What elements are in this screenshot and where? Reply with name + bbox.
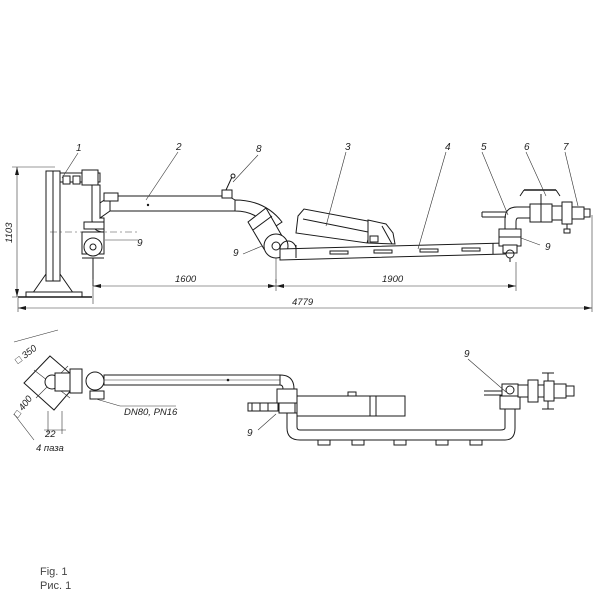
total-length-value: 4779 — [292, 297, 314, 308]
coupler-7 — [551, 201, 591, 234]
callout-9-inlet: 9 — [137, 238, 143, 249]
callout-6: 6 — [524, 142, 530, 153]
base-400-value: □ 400 — [12, 393, 36, 420]
callout-9-plan-left: 9 — [247, 428, 253, 439]
outlet-plan: 9 — [464, 349, 575, 410]
side-elevation-view: 1103 — [4, 142, 593, 312]
callout-9-elbow: 9 — [233, 248, 239, 259]
swivel-joint-outer — [498, 228, 522, 262]
callout-7: 7 — [563, 142, 569, 153]
bolt-slot-dimension: 22 4 паза — [36, 411, 66, 454]
bolt-hole-value: 22 — [44, 429, 56, 440]
cylinder-plan — [296, 391, 406, 417]
outer-arm-4 — [279, 242, 506, 261]
span-b-value: 1900 — [382, 274, 404, 285]
callouts-top: 1 2 3 4 5 6 7 8 9 9 9 — [61, 142, 579, 259]
head-assembly — [54, 368, 121, 407]
base-350-value: □ 350 — [13, 343, 40, 367]
balance-cylinder-3 — [295, 208, 396, 245]
callout-4: 4 — [445, 142, 451, 153]
bolt-count-value: 4 паза — [36, 443, 64, 454]
riser-elbow-5 — [504, 206, 531, 230]
callout-9-plan-right: 9 — [464, 349, 470, 360]
height-dimension: 1103 — [4, 166, 55, 298]
inner-arm-plan — [103, 374, 281, 386]
callout-9-outer: 9 — [545, 242, 551, 253]
plan-view: □ 350 □ 400 22 4 паза — [12, 329, 575, 454]
callout-2: 2 — [175, 142, 182, 153]
swivel-joint-inlet — [81, 231, 105, 286]
figure-caption-en: Fig. 1 — [40, 566, 68, 578]
figure-caption-ru: Рис. 1 — [40, 580, 72, 592]
flange-spec-text: DN80, PN16 — [124, 407, 178, 418]
callout-1: 1 — [76, 143, 82, 154]
stand-column — [18, 169, 101, 298]
elbow-joint — [234, 199, 297, 283]
total-length-dimension: 4779 — [17, 215, 593, 312]
callout-3: 3 — [345, 142, 351, 153]
callout-5: 5 — [481, 142, 487, 153]
height-dimension-value: 1103 — [4, 222, 15, 243]
span-a-value: 1600 — [175, 274, 197, 285]
handle-lever — [481, 211, 506, 218]
flange-spec-note: DN80, PN16 — [120, 405, 178, 418]
callout-8: 8 — [256, 144, 262, 155]
span-dimensions: 1600 1900 — [92, 262, 517, 304]
valve-6 — [519, 189, 561, 223]
inner-arm-2 — [99, 173, 236, 219]
